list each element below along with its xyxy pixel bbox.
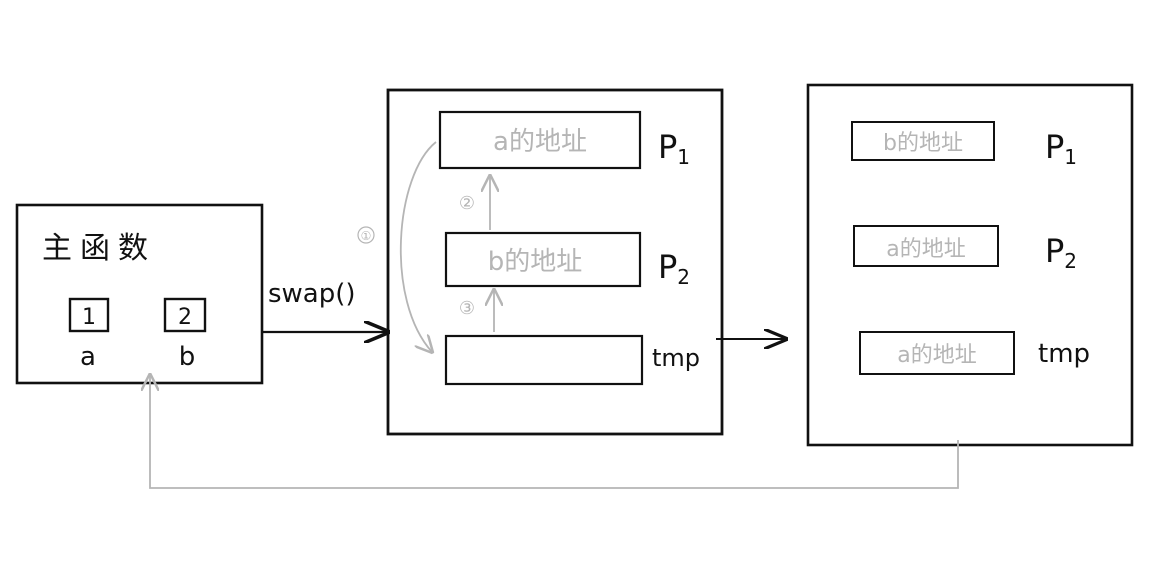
var-b-value: 2 — [178, 305, 192, 330]
swap-frame-after: b的地址 P1 a的地址 P2 a的地址 tmp — [806, 83, 1134, 447]
after-slot-tmp-label: tmp — [1038, 339, 1090, 369]
step1-label: ① — [361, 229, 372, 243]
after-slot-p1: b的地址 P1 — [851, 121, 1077, 169]
after-slot-tmp: a的地址 tmp — [859, 331, 1090, 375]
slot-p1-content: a的地址 — [493, 127, 587, 157]
var-a-cell: 1 a — [68, 297, 110, 372]
slot-p2-label: P2 — [658, 248, 690, 289]
var-a-name: a — [80, 342, 96, 372]
return-arrow — [150, 375, 959, 489]
slot-p2: b的地址 P2 — [444, 231, 690, 289]
after-slot-p2-content: a的地址 — [886, 237, 965, 262]
swap-call-label: swap() — [268, 279, 356, 309]
slot-p1-label: P1 — [658, 128, 690, 169]
slot-tmp: tmp — [444, 334, 700, 386]
slot-p1: a的地址 P1 — [438, 110, 690, 170]
after-slot-p2-label: P2 — [1045, 232, 1077, 273]
var-a-value: 1 — [82, 305, 96, 330]
swap-frame-before: a的地址 P1 b的地址 P2 tmp ① ② ③ — [357, 88, 724, 436]
after-slot-tmp-content: a的地址 — [897, 343, 976, 368]
step2-label: ② — [459, 193, 475, 214]
after-slot-p1-content: b的地址 — [883, 131, 963, 156]
slot-p2-content: b的地址 — [488, 247, 583, 277]
step3-label: ③ — [459, 298, 475, 319]
slot-tmp-label: tmp — [652, 344, 700, 372]
main-function-box: 主函数 1 a 2 b — [15, 203, 264, 385]
var-b-name: b — [179, 342, 196, 372]
var-b-cell: 2 b — [163, 297, 207, 372]
after-slot-p1-label: P1 — [1045, 128, 1077, 169]
after-slot-p2: a的地址 P2 — [853, 225, 1077, 273]
step1-arrow — [399, 141, 437, 352]
main-title: 主函数 — [42, 231, 156, 266]
